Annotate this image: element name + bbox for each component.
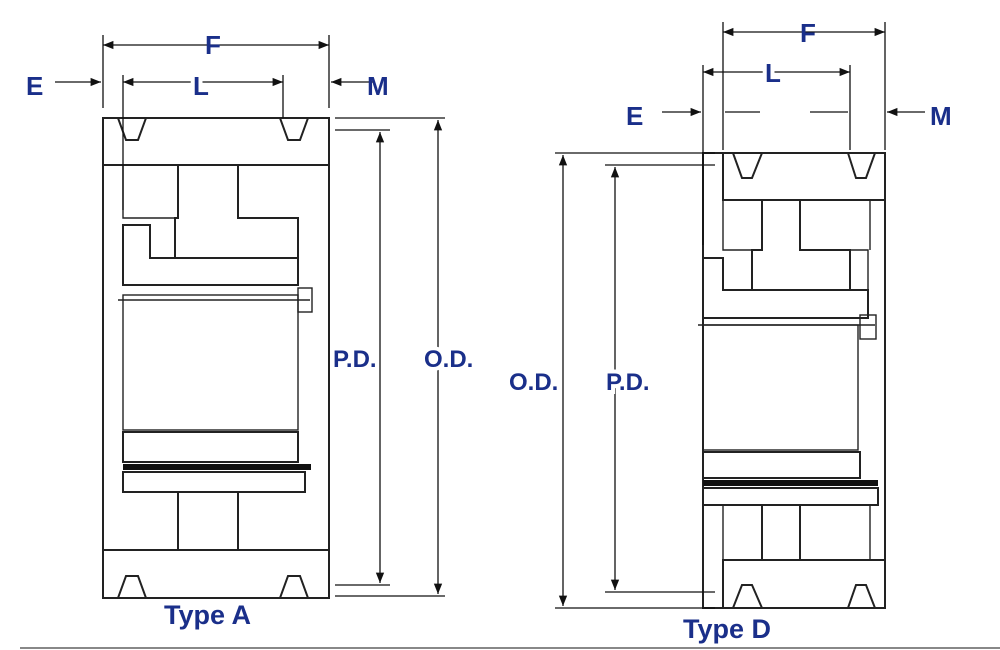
- type-a-bottom-bushing: [122, 431, 299, 463]
- type-a-body-outline: [102, 117, 330, 599]
- type-d-top-web: [751, 199, 851, 291]
- type-a-sheave: F L E M P.D. O.D. Type A: [26, 30, 477, 630]
- type-a-setscrew-icon: [297, 287, 313, 313]
- type-d-e-label: E: [626, 101, 643, 131]
- type-d-f-label: F: [800, 18, 816, 48]
- type-d-bottom-bushing-2: [702, 487, 879, 506]
- type-a-top-rim: [102, 117, 330, 166]
- type-a-od-label: O.D.: [424, 346, 473, 373]
- type-a-e-label: E: [26, 71, 43, 101]
- type-a-bottom-bushing-2: [122, 471, 306, 493]
- type-d-bore: [702, 324, 859, 451]
- type-a-bore: [122, 294, 299, 431]
- type-a-top-web: [174, 164, 299, 259]
- type-d-bottom-rim: [722, 559, 886, 609]
- type-d-key: [703, 480, 878, 486]
- type-a-pd-label: P.D.: [333, 346, 377, 373]
- type-a-m-label: M: [367, 71, 389, 101]
- type-d-top-cavity: [722, 200, 871, 290]
- type-d-l-label: L: [765, 58, 781, 88]
- type-d-top-rim: [722, 152, 886, 201]
- type-d-od-label: O.D.: [509, 369, 558, 396]
- type-d-pd-label: P.D.: [606, 369, 650, 396]
- type-d-bottom-bushing: [702, 451, 861, 479]
- type-a-bottom-web: [177, 491, 239, 551]
- type-d-bottom-web: [761, 504, 801, 561]
- type-d-caption: Type D: [683, 614, 771, 644]
- type-a-key: [123, 464, 311, 470]
- type-a-caption: Type A: [164, 600, 251, 630]
- type-a-top-bushing: [122, 224, 299, 286]
- type-a-l-label: L: [193, 71, 209, 101]
- type-a-f-label: F: [205, 30, 221, 60]
- type-d-m-label: M: [930, 101, 952, 131]
- type-d-sheave: F L E M O.D. P.D. Type D: [505, 18, 952, 644]
- type-d-setscrew-icon: [859, 314, 877, 340]
- type-d-top-bushing: [702, 257, 869, 319]
- type-a-top-cavity: [122, 165, 239, 219]
- type-a-bottom-rim: [102, 549, 330, 599]
